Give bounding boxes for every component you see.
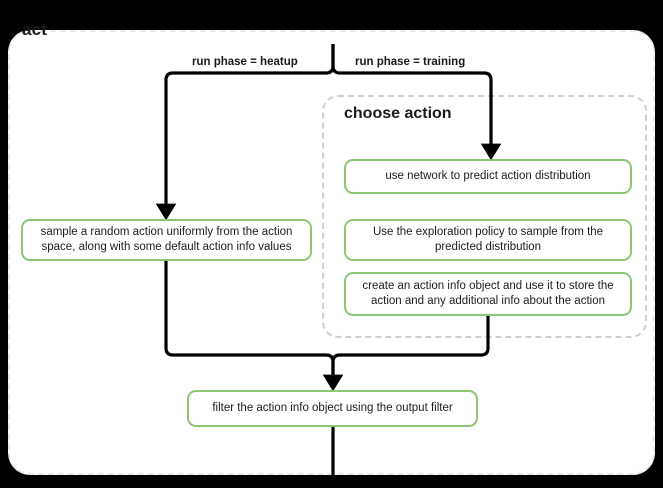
node-filter-action-info[interactable]: filter the action info object using the … — [187, 390, 478, 427]
node-label: filter the action info object using the … — [212, 401, 453, 414]
edge-label-run-phase-heatup: run phase = heatup — [192, 56, 298, 68]
node-label: create an action info object and use it … — [362, 279, 614, 307]
node-create-action-info[interactable]: create an action info object and use it … — [344, 272, 632, 316]
node-label: sample a random action uniformly from th… — [40, 225, 293, 253]
choose-action-group-title: choose action — [344, 105, 452, 122]
node-exploration-policy-sample[interactable]: Use the exploration policy to sample fro… — [344, 219, 632, 261]
edge-label-run-phase-training: run phase = training — [355, 56, 466, 68]
act-group-title: act — [22, 20, 48, 39]
node-use-network-predict[interactable]: use network to predict action distributi… — [344, 159, 632, 194]
node-label: use network to predict action distributi… — [385, 169, 591, 182]
node-label: Use the exploration policy to sample fro… — [372, 225, 604, 253]
node-sample-random-action[interactable]: sample a random action uniformly from th… — [21, 219, 312, 261]
